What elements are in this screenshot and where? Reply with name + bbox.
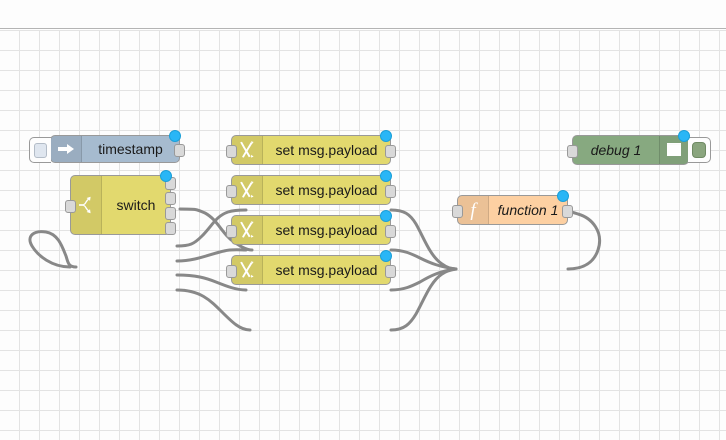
- node-function-1[interactable]: f function 1: [452, 190, 573, 225]
- change-swap-icon: [232, 256, 263, 284]
- node-change-1[interactable]: set msg.payload: [226, 130, 396, 165]
- output-port[interactable]: [165, 207, 176, 220]
- input-port[interactable]: [226, 224, 237, 238]
- debug-toggle-button[interactable]: [688, 137, 711, 163]
- input-port[interactable]: [226, 144, 237, 158]
- node-change-2[interactable]: set msg.payload: [226, 170, 396, 205]
- debug-lines-icon: [659, 136, 688, 164]
- node-change-3[interactable]: set msg.payload: [226, 210, 396, 245]
- function-f-icon: f: [458, 196, 489, 224]
- node-changed-dot: [380, 170, 392, 182]
- output-port[interactable]: [385, 224, 396, 238]
- output-port[interactable]: [174, 143, 185, 157]
- node-label: set msg.payload: [275, 182, 378, 198]
- change-swap-icon: [232, 176, 263, 204]
- output-port[interactable]: [562, 204, 573, 218]
- node-changed-dot: [169, 130, 181, 142]
- output-port[interactable]: [385, 184, 396, 198]
- switch-branch-icon: [71, 176, 102, 234]
- wire[interactable]: [389, 248, 458, 271]
- output-port[interactable]: [165, 192, 176, 205]
- input-port[interactable]: [226, 264, 237, 278]
- input-port[interactable]: [226, 184, 237, 198]
- node-label: set msg.payload: [275, 222, 378, 238]
- input-port[interactable]: [452, 204, 463, 218]
- wire[interactable]: [175, 288, 252, 332]
- change-swap-icon: [232, 136, 263, 164]
- editor-top-strip: [0, 0, 726, 29]
- node-changed-dot: [678, 130, 690, 142]
- wire[interactable]: [389, 267, 458, 292]
- node-changed-dot: [380, 130, 392, 142]
- node-label: set msg.payload: [275, 142, 378, 158]
- change-swap-icon: [232, 216, 263, 244]
- node-changed-dot: [380, 210, 392, 222]
- svg-text:f: f: [470, 200, 478, 220]
- node-label: function 1: [497, 202, 559, 218]
- debug-button-knob: [692, 142, 706, 158]
- inject-button-knob: [34, 142, 47, 158]
- wire[interactable]: [28, 230, 78, 269]
- node-switch-1[interactable]: switch: [65, 170, 176, 235]
- node-inject-timestamp[interactable]: timestamp: [29, 130, 185, 163]
- input-port[interactable]: [567, 144, 578, 158]
- input-port[interactable]: [65, 199, 76, 213]
- inject-trigger-button[interactable]: [29, 137, 51, 163]
- node-changed-dot: [160, 170, 172, 182]
- node-label: set msg.payload: [275, 262, 378, 278]
- flow-canvas[interactable]: timestamp switch set msg.payload set msg.pa…: [0, 30, 726, 440]
- node-label: switch: [116, 197, 156, 213]
- node-label: timestamp: [98, 141, 163, 157]
- wire[interactable]: [389, 208, 458, 271]
- output-port[interactable]: [385, 264, 396, 278]
- output-port[interactable]: [165, 222, 176, 235]
- node-debug-1[interactable]: debug 1: [567, 130, 711, 165]
- wire[interactable]: [562, 208, 601, 271]
- output-port[interactable]: [385, 144, 396, 158]
- node-changed-dot: [380, 250, 392, 262]
- wire[interactable]: [389, 267, 458, 332]
- inject-arrow-icon: [51, 136, 82, 162]
- node-label: debug 1: [590, 142, 642, 158]
- node-changed-dot: [557, 190, 569, 202]
- node-change-4[interactable]: set msg.payload: [226, 250, 396, 285]
